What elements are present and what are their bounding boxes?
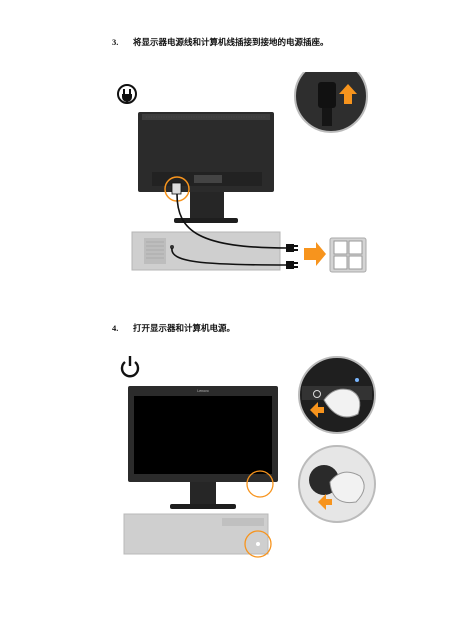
step-text: 打开显示器和计算机电源。: [132, 324, 235, 334]
up-arrow-icon: [339, 84, 357, 104]
power-cables: [171, 193, 289, 266]
computer-button-callout: [298, 445, 376, 523]
monitor-button-highlight: [246, 470, 274, 498]
monitor-back: [138, 112, 274, 223]
step-number: 3.: [112, 37, 119, 47]
computer-button-highlight: [244, 530, 272, 558]
monitor-button-callout: [298, 356, 376, 434]
wall-outlet: [329, 237, 367, 273]
power-cable-diagram: [117, 72, 368, 273]
monitor-front: Lenovo: [128, 386, 278, 509]
brand-logo: Lenovo: [197, 389, 209, 393]
step-text: 将显示器电源线和计算机线插接到接地的电源插座。: [132, 38, 329, 48]
plug-icon: [117, 84, 137, 104]
step-3-heading: 3. 将显示器电源线和计算机线插接到接地的电源插座。: [112, 36, 328, 48]
computer-case: [123, 513, 269, 555]
plug-zoom-callout: [294, 72, 368, 133]
power-on-diagram: Lenovo: [120, 356, 376, 558]
right-arrow-icon: [304, 242, 326, 266]
step-4-heading: 4. 打开显示器和计算机电源。: [112, 322, 235, 334]
power-icon: [120, 356, 140, 378]
step-number: 4.: [112, 323, 119, 333]
cable-plug: [286, 244, 298, 269]
